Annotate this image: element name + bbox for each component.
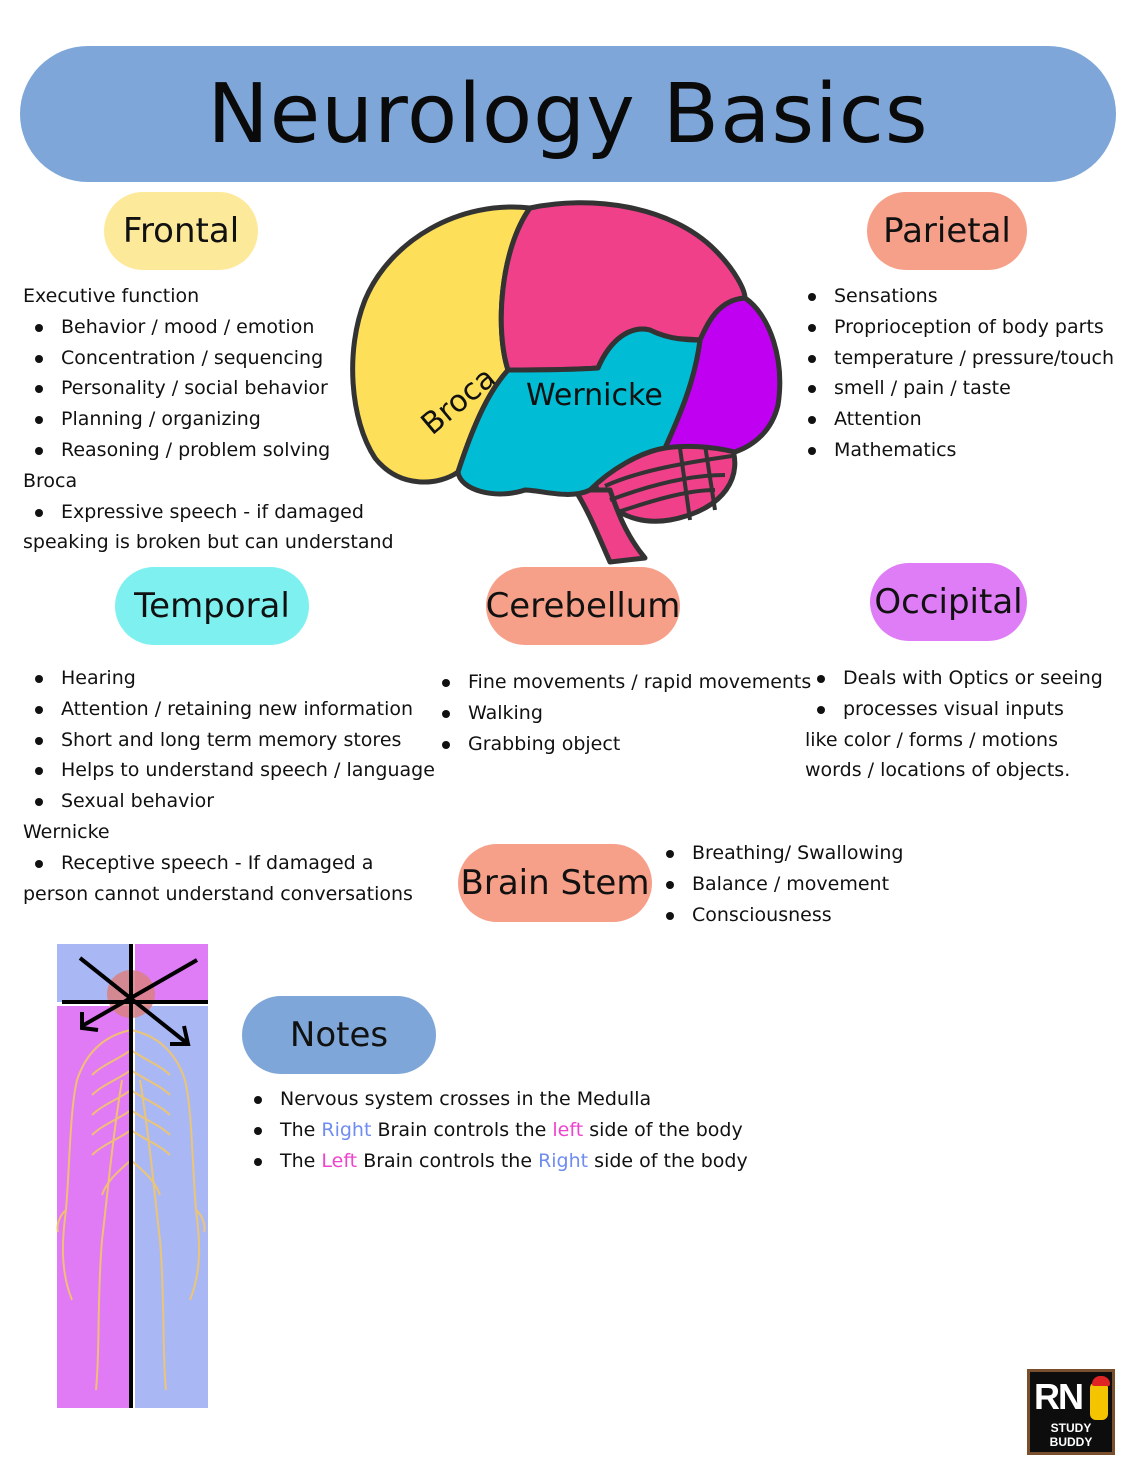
- cerebellum-heading: Cerebellum: [486, 567, 680, 645]
- brain-stem: [572, 487, 648, 565]
- brain-stem-item: Breathing/ Swallowing: [654, 838, 903, 869]
- notes-side: side of the body: [589, 1118, 743, 1141]
- notes-the: The: [280, 1118, 316, 1141]
- notes-right-highlight: Right: [321, 1118, 372, 1141]
- parietal-item: temperature / pressure/touch: [796, 343, 1114, 374]
- notes-right-highlight: Right: [538, 1149, 589, 1172]
- frontal-item: Behavior / mood / emotion: [23, 312, 394, 343]
- frontal-broca-tail: speaking is broken but can understand: [23, 531, 394, 554]
- parietal-content: Sensations Proprioception of body parts …: [796, 281, 1114, 466]
- cerebellum-item: Fine movements / rapid movements: [430, 667, 811, 698]
- notes-brain-controls: Brain controls the: [377, 1118, 547, 1141]
- temporal-item: Short and long term memory stores: [23, 725, 435, 756]
- title-banner: Neurology Basics: [20, 46, 1116, 182]
- temporal-item: Hearing: [23, 663, 435, 694]
- parietal-item: Mathematics: [796, 435, 1114, 466]
- notes-item: The Left Brain controls the Right side o…: [242, 1146, 748, 1177]
- notes-content: Nervous system crosses in the Medulla Th…: [242, 1084, 748, 1176]
- occipital-heading: Occipital: [870, 563, 1027, 641]
- frontal-item: Concentration / sequencing: [23, 343, 394, 374]
- logo-subtitle: STUDY BUDDY: [1049, 1421, 1093, 1449]
- notes-side: side of the body: [594, 1149, 748, 1172]
- frontal-content: Executive function Behavior / mood / emo…: [23, 281, 394, 558]
- brain-stem-item: Balance / movement: [654, 869, 903, 900]
- temporal-wernicke-item: Receptive speech - If damaged a: [23, 848, 435, 879]
- occipital-heading-label: Occipital: [874, 582, 1023, 622]
- temporal-content: Hearing Attention / retaining new inform…: [23, 663, 435, 909]
- notes-item: The Right Brain controls the left side o…: [242, 1115, 748, 1146]
- parietal-item: smell / pain / taste: [796, 373, 1114, 404]
- cerebellum-item: Walking: [430, 698, 811, 729]
- logo-rn-text: RN: [1034, 1376, 1084, 1417]
- rn-study-buddy-logo: RN STUDY BUDDY: [1027, 1369, 1115, 1455]
- parietal-heading-label: Parietal: [883, 211, 1011, 251]
- pencil-mascot-icon: [1090, 1382, 1108, 1420]
- brain-stem-heading: Brain Stem: [458, 844, 652, 922]
- occipital-tail: words / locations of objects.: [805, 759, 1071, 782]
- notes-left-highlight: left: [552, 1118, 584, 1141]
- notes-heading-label: Notes: [289, 1015, 389, 1055]
- frontal-broca-item: Expressive speech - if damaged: [23, 497, 394, 528]
- temporal-wernicke-tail: person cannot understand conversations: [23, 882, 413, 905]
- wernicke-label: Wernicke: [526, 378, 663, 413]
- frontal-item: Planning / organizing: [23, 404, 394, 435]
- brain-stem-content: Breathing/ Swallowing Balance / movement…: [654, 838, 903, 930]
- notes-brain-controls: Brain controls the: [363, 1149, 533, 1172]
- parietal-item: Sensations: [796, 281, 1114, 312]
- occipital-content: Deals with Optics or seeing processes vi…: [805, 663, 1103, 786]
- temporal-item: Sexual behavior: [23, 786, 435, 817]
- page-title: Neurology Basics: [207, 66, 929, 162]
- brain-temporal-lobe: [455, 326, 703, 497]
- occipital-tail: like color / forms / motions: [805, 728, 1058, 751]
- temporal-wernicke-heading: Wernicke: [23, 820, 110, 843]
- frontal-item: Reasoning / problem solving: [23, 435, 394, 466]
- nervous-system-diagram: [56, 944, 208, 1408]
- parietal-heading: Parietal: [867, 192, 1027, 270]
- parietal-item: Attention: [796, 404, 1114, 435]
- frontal-intro: Executive function: [23, 285, 200, 307]
- brain-stem-heading-label: Brain Stem: [460, 863, 650, 903]
- cerebellum-item: Grabbing object: [430, 729, 811, 760]
- temporal-heading-label: Temporal: [134, 586, 290, 626]
- frontal-heading: Frontal: [104, 192, 258, 270]
- notes-the: The: [280, 1149, 316, 1172]
- frontal-item: Personality / social behavior: [23, 373, 394, 404]
- occipital-item: Deals with Optics or seeing: [805, 663, 1103, 694]
- frontal-broca-heading: Broca: [23, 469, 78, 492]
- notes-item: Nervous system crosses in the Medulla: [242, 1084, 748, 1115]
- brain-stem-item: Consciousness: [654, 900, 903, 931]
- cerebellum-content: Fine movements / rapid movements Walking…: [430, 667, 811, 759]
- notes-heading: Notes: [242, 996, 436, 1074]
- santa-hat-icon: [1092, 1376, 1110, 1386]
- occipital-item: processes visual inputs: [805, 694, 1103, 725]
- temporal-item: Helps to understand speech / language: [23, 755, 435, 786]
- notes-left-highlight: Left: [321, 1149, 358, 1172]
- temporal-item: Attention / retaining new information: [23, 694, 435, 725]
- frontal-heading-label: Frontal: [122, 211, 240, 251]
- parietal-item: Proprioception of body parts: [796, 312, 1114, 343]
- cerebellum-heading-label: Cerebellum: [485, 586, 681, 626]
- brain-diagram: Broca Wernicke: [350, 200, 783, 565]
- temporal-heading: Temporal: [115, 567, 309, 645]
